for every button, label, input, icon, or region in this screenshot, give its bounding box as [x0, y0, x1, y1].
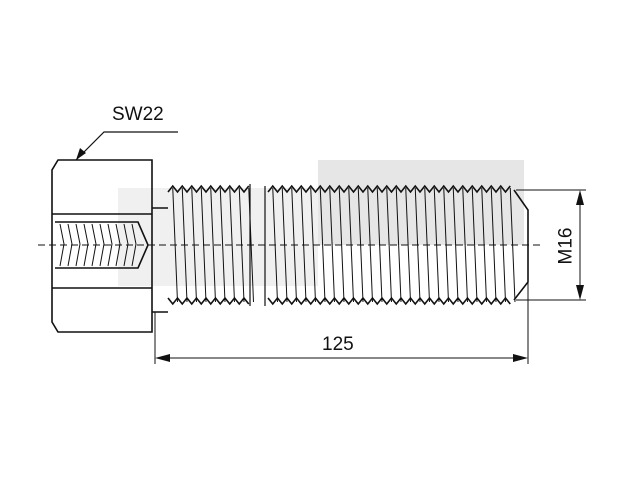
arrow-head-icon	[576, 190, 584, 205]
arrow-head-icon	[76, 148, 86, 160]
thread-crest-line	[386, 187, 392, 303]
thread-end-chamfer	[513, 189, 529, 301]
internal-thread-line	[115, 223, 121, 267]
thread-crest-line	[395, 187, 402, 303]
arrow-head-icon	[576, 285, 584, 300]
thread-profile	[167, 296, 250, 306]
arrow-head-icon	[513, 354, 528, 362]
hex-head	[51, 159, 153, 333]
watermark-block	[318, 160, 524, 245]
internal-thread-line	[75, 223, 81, 267]
thread-crest-line	[471, 187, 478, 303]
internal-thread-line	[107, 223, 113, 267]
internal-thread-line	[123, 223, 129, 267]
thread-crest-line	[210, 187, 216, 303]
watermark-block-left	[118, 188, 318, 286]
internal-thread-line	[83, 223, 89, 267]
length-label: 125	[322, 334, 354, 355]
wrench-size-label: SW22	[112, 104, 164, 125]
thread-profile	[167, 184, 250, 194]
thread-crest-line	[462, 187, 468, 303]
internal-thread-line	[91, 223, 97, 267]
internal-thread-line	[99, 223, 105, 267]
internal-thread-line	[67, 223, 73, 267]
internal-thread-line	[131, 223, 137, 267]
thread-crest-line	[229, 187, 235, 303]
thread-size-label: M16	[555, 227, 577, 265]
thread-crest-line	[219, 187, 226, 303]
thread-crest-line	[319, 187, 326, 303]
thread-crest-line	[329, 187, 335, 303]
arrow-head-icon	[155, 354, 170, 362]
thread-profile	[267, 296, 511, 306]
sw22-leader	[75, 131, 178, 161]
thread-crest-line	[405, 187, 411, 303]
thread-profile	[267, 184, 511, 194]
thread-crest-line	[452, 187, 459, 303]
internal-thread-line	[59, 223, 65, 267]
